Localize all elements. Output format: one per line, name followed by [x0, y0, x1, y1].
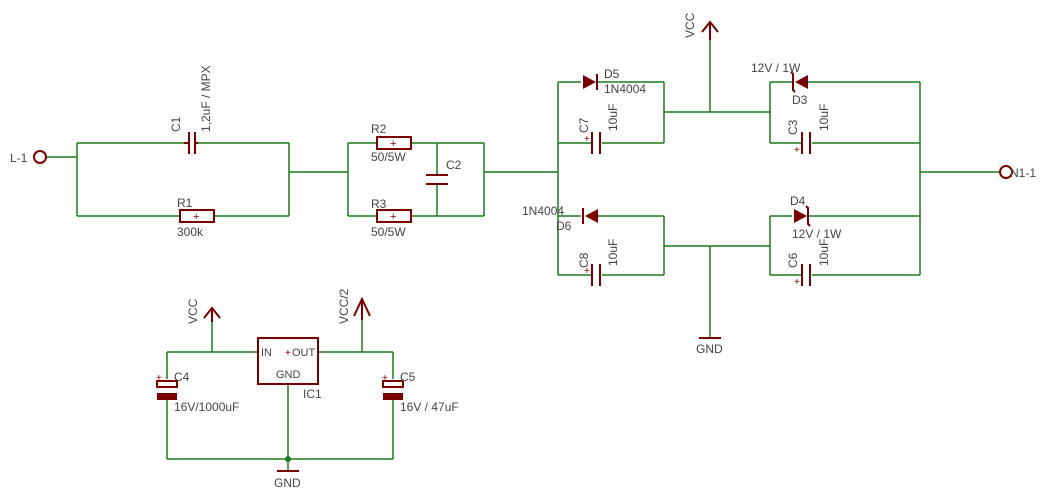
c5-value: 16V / 47uF: [400, 400, 459, 414]
c3-value: 10uF: [817, 104, 831, 131]
c5-plus: +: [382, 373, 388, 384]
c7-name: C7: [577, 117, 591, 133]
r2-plus: +: [390, 138, 396, 150]
c4-value: 16V/1000uF: [174, 400, 239, 414]
c3-plus: +: [794, 145, 800, 156]
c7-value: 10uF: [606, 104, 620, 131]
d5-value: 1N4004: [604, 82, 646, 96]
capacitor-c4: + C4 16V/1000uF: [156, 370, 239, 414]
resistor-r3: R3 + 50/5W: [371, 197, 412, 239]
ic1-out: OUT: [292, 347, 316, 359]
capacitor-c3: + C3 10uF: [786, 104, 831, 156]
d6-name: D6: [556, 219, 572, 233]
c1-value: 1,2uF / MPX: [199, 65, 213, 132]
vcc-supply-top: VCC: [683, 12, 719, 40]
d6-value: 1N4004: [522, 204, 564, 218]
r3-name: R3: [371, 197, 387, 211]
resistor-r1: R1 + 300k: [177, 196, 215, 239]
vcc-reg-label: VCC: [186, 298, 200, 324]
diode-d3: 12V / 1W D3: [751, 61, 808, 107]
c1-name: C1: [169, 116, 183, 132]
terminal-right: N1-1: [999, 165, 1036, 180]
diode-d4: D4 12V / 1W: [790, 194, 842, 241]
c8-name: C8: [577, 252, 591, 268]
resistor-r2: R2 + 50/5W: [371, 122, 412, 164]
c6-value: 10uF: [817, 239, 831, 266]
terminal-left: L-1: [10, 150, 47, 165]
capacitor-c1: C1 1,2uF / MPX: [169, 65, 213, 154]
capacitor-c5: + C5 16V / 47uF: [382, 370, 459, 414]
r2-name: R2: [371, 122, 387, 136]
gnd-reg-label: GND: [274, 476, 301, 490]
terminal-left-label: L-1: [10, 151, 28, 165]
gnd-symbol-bridge: GND: [696, 337, 723, 356]
vcc-supply-reg: VCC: [186, 298, 221, 324]
vcc-half-supply: VCC/2: [337, 288, 371, 324]
r1-name: R1: [177, 196, 193, 210]
vcc-top-label: VCC: [683, 12, 697, 38]
r3-value: 50/5W: [371, 225, 406, 239]
d4-value: 12V / 1W: [792, 227, 842, 241]
wires: [46, 40, 1000, 470]
c3-name: C3: [786, 119, 800, 135]
r2-value: 50/5W: [371, 150, 406, 164]
gnd-bridge-label: GND: [696, 342, 723, 356]
ic1-gnd: GND: [276, 369, 301, 381]
r1-plus: +: [193, 211, 199, 223]
capacitor-c8: + C8 10uF: [577, 239, 620, 286]
c4-plus: +: [156, 373, 162, 384]
c2-name: C2: [446, 158, 462, 172]
vcc-half-label: VCC/2: [337, 288, 351, 324]
c7-plus: +: [584, 134, 590, 145]
regulator-ic1: IN + OUT GND IC1: [257, 337, 322, 401]
ic1-plus: +: [285, 348, 291, 359]
diode-d5: D5 1N4004: [583, 67, 646, 96]
r3-plus: +: [390, 211, 396, 223]
d3-name: D3: [792, 93, 808, 107]
c5-name: C5: [400, 370, 416, 384]
c8-value: 10uF: [606, 239, 620, 266]
diode-d6: 1N4004 D6: [522, 204, 598, 233]
capacitor-c7: + C7 10uF: [577, 104, 620, 154]
c6-name: C6: [786, 252, 800, 268]
c4-name: C4: [174, 370, 190, 384]
d3-value: 12V / 1W: [751, 61, 801, 75]
capacitor-c6: + C6 10uF: [786, 239, 831, 288]
c6-plus: +: [794, 277, 800, 288]
r1-value: 300k: [177, 225, 204, 239]
terminal-right-label: N1-1: [1010, 166, 1036, 180]
ic1-name: IC1: [303, 387, 322, 401]
junction-dot: [285, 456, 291, 462]
c8-plus: +: [584, 266, 590, 277]
d5-name: D5: [604, 67, 620, 81]
d4-name: D4: [790, 194, 806, 208]
ic1-in: IN: [261, 347, 272, 359]
capacitor-c2: C2: [426, 158, 462, 185]
gnd-symbol-reg: GND: [274, 470, 301, 490]
